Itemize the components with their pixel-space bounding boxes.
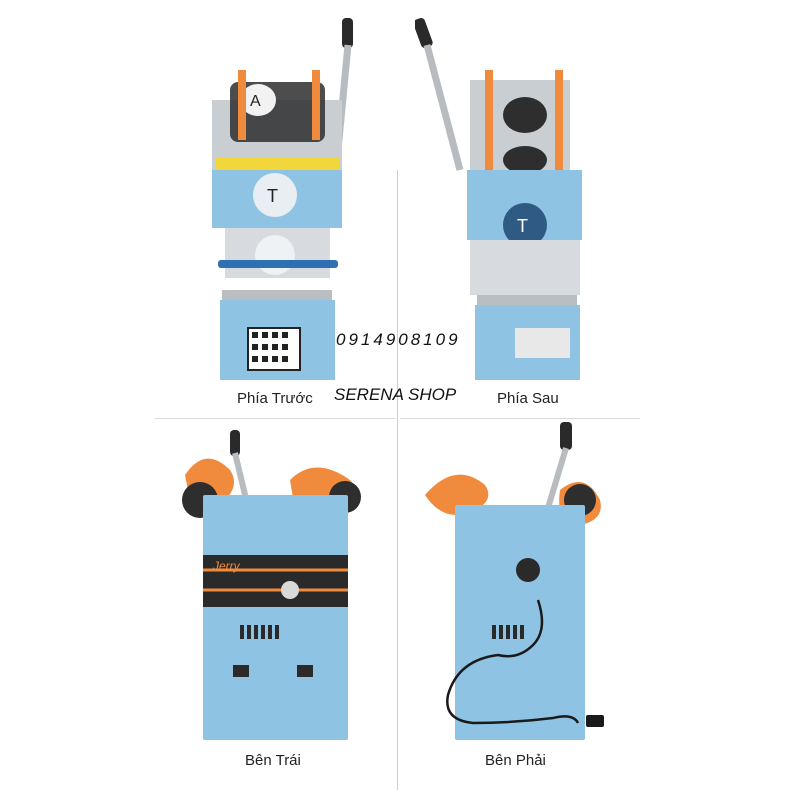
svg-text:T: T bbox=[267, 186, 278, 206]
machine-back-view: T bbox=[415, 10, 585, 385]
caption-back: Phía Sau bbox=[497, 390, 559, 407]
svg-text:A: A bbox=[250, 93, 261, 110]
brand-label: Jerry bbox=[212, 559, 241, 573]
vertical-divider bbox=[397, 170, 398, 790]
shop-name-watermark: SERENA SHOP bbox=[334, 385, 457, 404]
caption-left: Bên Trái bbox=[245, 752, 301, 769]
caption-front: Phía Trước bbox=[237, 390, 313, 407]
machine-left-view: Jerry bbox=[175, 425, 385, 745]
machine-front-view: A T bbox=[200, 10, 360, 385]
phone-number-watermark: 0914908109 bbox=[336, 330, 461, 349]
horizontal-divider-left bbox=[155, 418, 395, 419]
horizontal-divider-right bbox=[400, 418, 640, 419]
caption-right: Bên Phải bbox=[485, 752, 546, 769]
machine-right-view bbox=[420, 420, 610, 745]
svg-text:T: T bbox=[517, 216, 528, 236]
